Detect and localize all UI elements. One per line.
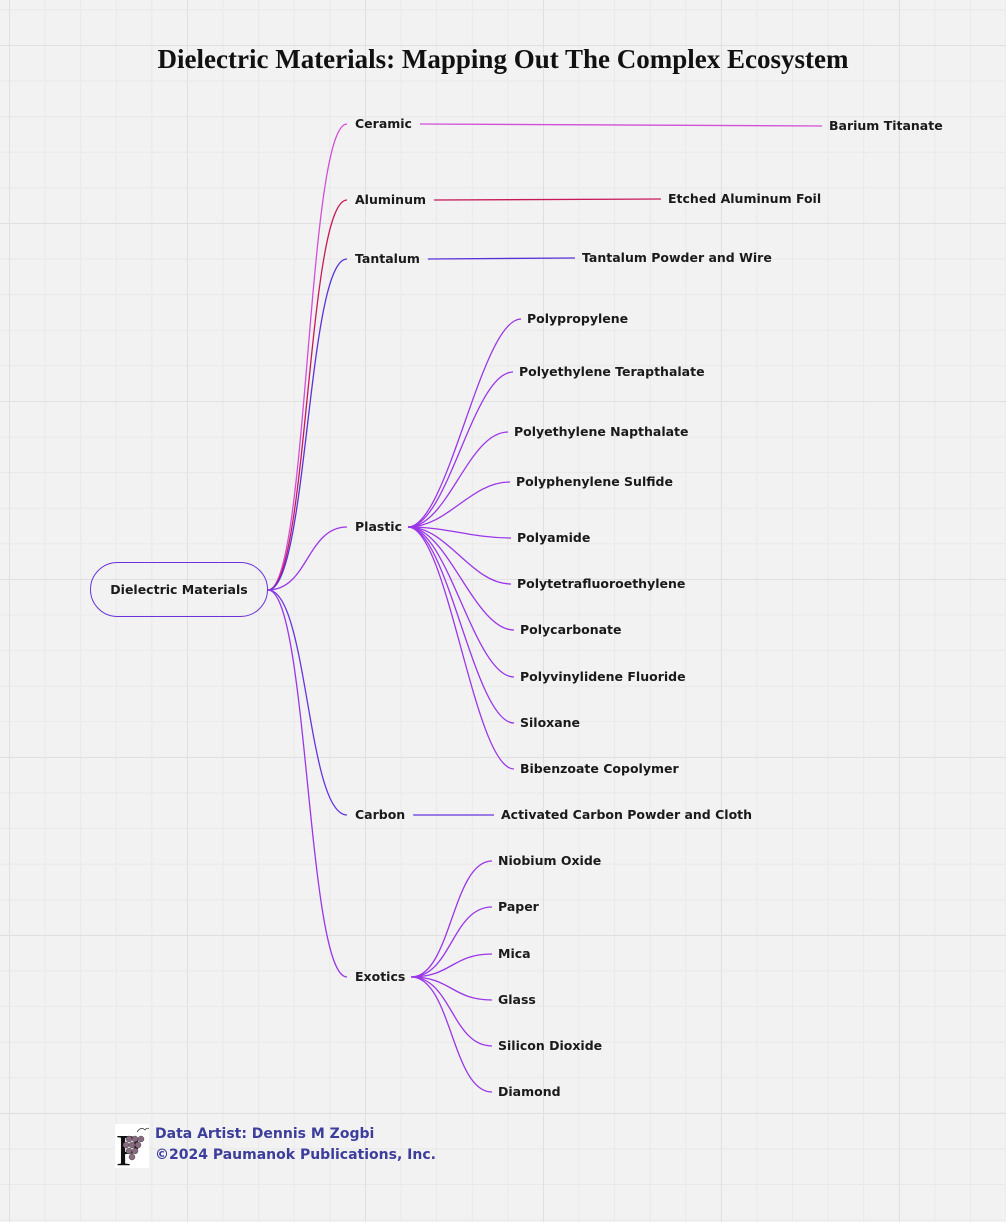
branch-ceramic[interactable]: Ceramic xyxy=(355,116,412,131)
connector-tantalum-powder-and-wire xyxy=(427,257,576,260)
leaf-bibenzoate-copolymer[interactable]: Bibenzoate Copolymer xyxy=(520,761,679,776)
leaf-polycarbonate[interactable]: Polycarbonate xyxy=(520,622,622,637)
leaf-barium-titanate[interactable]: Barium Titanate xyxy=(829,118,943,133)
leaf-etched-aluminum-foil[interactable]: Etched Aluminum Foil xyxy=(668,191,822,206)
leaf-polyphenylene-sulfide[interactable]: Polyphenylene Sulfide xyxy=(516,474,673,489)
leaf-polytetrafluoroethylene[interactable]: Polytetrafluoroethylene xyxy=(517,576,686,591)
page-title: Dielectric Materials: Mapping Out The Co… xyxy=(157,44,849,74)
branch-carbon[interactable]: Carbon xyxy=(355,807,406,822)
connector-glass xyxy=(411,976,493,1001)
root-node[interactable]: Dielectric Materials xyxy=(90,562,268,617)
connector-polyvinylidene-fluoride xyxy=(407,526,515,678)
footer: P Data Artist: Dennis M Zogbi ©2024 Paum… xyxy=(115,1124,436,1168)
connector-ceramic xyxy=(267,123,348,591)
leaf-polypropylene[interactable]: Polypropylene xyxy=(527,311,629,326)
leaf-niobium-oxide[interactable]: Niobium Oxide xyxy=(498,853,602,868)
connector-polyethylene-terapthalate xyxy=(407,371,514,528)
artist-credit: Data Artist: Dennis M Zogbi xyxy=(155,1126,375,1142)
copyright-text: ©2024 Paumanok Publications, Inc. xyxy=(155,1147,436,1163)
connector-polyethylene-napthalate xyxy=(407,431,509,528)
branch-exotics[interactable]: Exotics xyxy=(355,969,406,984)
paumanok-logo-icon: P xyxy=(115,1124,149,1168)
leaf-polyethylene-terapthalate[interactable]: Polyethylene Terapthalate xyxy=(519,364,705,379)
connector-siloxane xyxy=(407,526,515,724)
leaf-siloxane[interactable]: Siloxane xyxy=(520,715,581,730)
connector-polyphenylene-sulfide xyxy=(407,481,511,528)
leaf-silicon-dioxide[interactable]: Silicon Dioxide xyxy=(498,1038,603,1053)
leaf-polyamide[interactable]: Polyamide xyxy=(517,530,591,545)
connector-silicon-dioxide xyxy=(411,976,493,1047)
branch-tantalum[interactable]: Tantalum xyxy=(355,251,420,266)
root-node-label: Dielectric Materials xyxy=(110,582,248,597)
branch-plastic[interactable]: Plastic xyxy=(355,519,402,534)
leaf-polyvinylidene-fluoride[interactable]: Polyvinylidene Fluoride xyxy=(520,669,686,684)
connector-barium-titanate xyxy=(419,123,823,127)
leaf-diamond[interactable]: Diamond xyxy=(498,1084,561,1099)
leaf-paper[interactable]: Paper xyxy=(498,899,539,914)
connector-polyamide xyxy=(407,526,512,539)
connector-polypropylene xyxy=(407,318,522,528)
connector-polytetrafluoroethylene xyxy=(407,526,512,585)
connector-plastic xyxy=(267,526,348,591)
leaf-mica[interactable]: Mica xyxy=(498,946,531,961)
connector-aluminum xyxy=(267,199,348,591)
connector-paper xyxy=(411,906,493,978)
leaf-activated-carbon-powder-and-cloth[interactable]: Activated Carbon Powder and Cloth xyxy=(501,807,753,822)
connector-tantalum xyxy=(267,258,348,591)
connector-exotics xyxy=(267,589,348,978)
connector-diamond xyxy=(411,976,493,1093)
leaf-polyethylene-napthalate[interactable]: Polyethylene Napthalate xyxy=(514,424,689,439)
connector-carbon xyxy=(267,589,348,816)
leaf-tantalum-powder-and-wire[interactable]: Tantalum Powder and Wire xyxy=(582,250,772,265)
connector-niobium-oxide xyxy=(411,860,493,978)
connector-bibenzoate-copolymer xyxy=(407,526,515,770)
connector-mica xyxy=(411,953,493,978)
leaf-glass[interactable]: Glass xyxy=(498,992,536,1007)
connector-polycarbonate xyxy=(407,526,515,631)
branch-aluminum[interactable]: Aluminum xyxy=(355,192,426,207)
connector-etched-aluminum-foil xyxy=(433,198,662,201)
